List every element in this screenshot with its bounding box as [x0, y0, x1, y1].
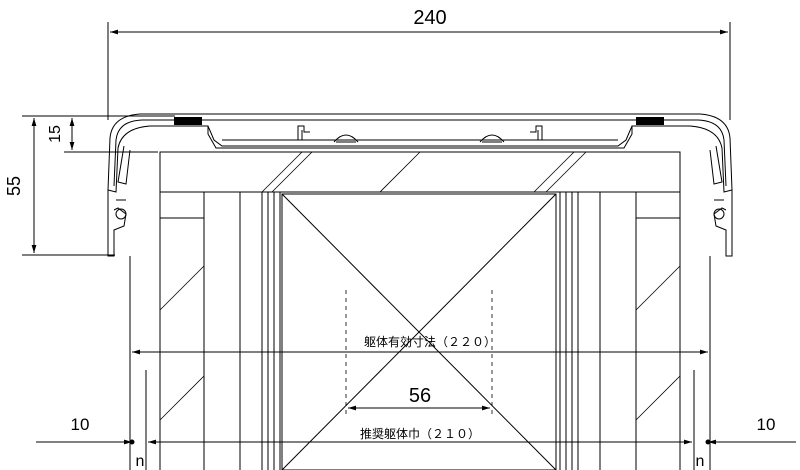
frame-body	[129, 151, 711, 470]
right-offset-label: 10	[757, 415, 776, 434]
dim-center-width: 56	[345, 290, 493, 418]
left-offset-label: 10	[71, 415, 90, 434]
left-clearance-label: n	[136, 453, 145, 470]
cover-profile	[107, 113, 733, 193]
height-top-label: 15	[47, 125, 64, 143]
effective-frame-label: 躯体有効寸法（２２０）	[364, 334, 496, 349]
side-hooks	[107, 190, 733, 257]
dim-recommended-frame: 推奨躯体巾（２１０） 10 10 n n	[36, 370, 796, 470]
right-clearance-label: n	[696, 453, 705, 470]
dim-vertical: 55 15	[4, 115, 175, 256]
recommended-frame-label: 推奨躯体巾（２１０）	[360, 426, 480, 441]
dim-overall-width: 240	[107, 7, 731, 120]
height-total-label: 55	[4, 176, 24, 196]
overall-width-label: 240	[413, 7, 446, 29]
dim-effective-frame: 躯体有効寸法（２２０）	[132, 334, 708, 355]
center-width-label: 56	[409, 385, 431, 407]
